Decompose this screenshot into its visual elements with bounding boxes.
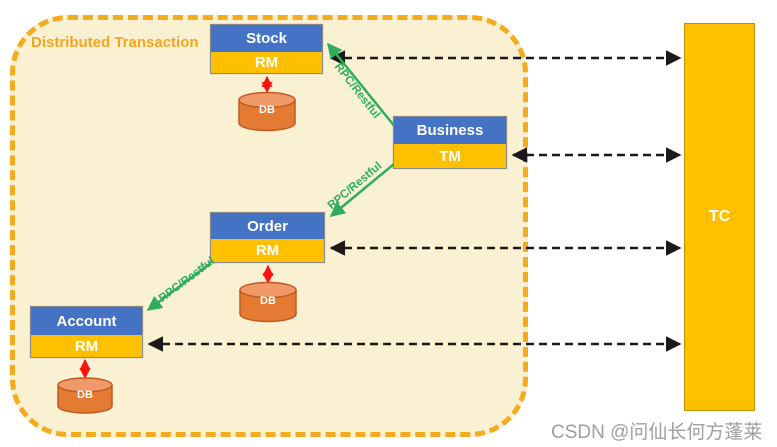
- service-box-order: Order RM: [210, 212, 325, 263]
- business-to-order-arrow: [329, 163, 395, 217]
- service-name: Order: [211, 213, 324, 239]
- diagram-title: Distributed Transaction: [31, 34, 199, 51]
- order-db-label: DB: [260, 295, 276, 307]
- business-to-stock-arrow: [327, 42, 397, 129]
- service-box-business: Business TM: [393, 116, 507, 169]
- service-box-stock: Stock RM: [210, 24, 323, 74]
- order-db-cylinder: [239, 281, 297, 323]
- service-role-tm: TM: [394, 144, 506, 168]
- stock-db-cylinder: [238, 91, 296, 132]
- csdn-watermark: CSDN @问仙长何方蓬莱: [551, 422, 763, 443]
- tc-link-arrows: [147, 50, 682, 352]
- service-box-account: Account RM: [30, 306, 143, 358]
- service-name: Account: [31, 307, 142, 335]
- account-db-label: DB: [77, 389, 93, 401]
- service-role-rm: RM: [211, 52, 322, 73]
- order-to-account-arrow: [146, 261, 212, 312]
- service-name: Business: [394, 117, 506, 144]
- db-cylinders: [57, 91, 297, 414]
- service-name: Stock: [211, 25, 322, 52]
- account-db-cylinder: [57, 377, 113, 414]
- rpc-call-arrows: [146, 42, 397, 312]
- stock-db-label: DB: [259, 104, 275, 116]
- service-role-rm: RM: [31, 335, 142, 357]
- service-role-rm: RM: [211, 239, 324, 262]
- transaction-coordinator-box: TC: [684, 23, 755, 411]
- coordinator-label: TC: [708, 208, 731, 225]
- db-link-arrows: [79, 75, 274, 380]
